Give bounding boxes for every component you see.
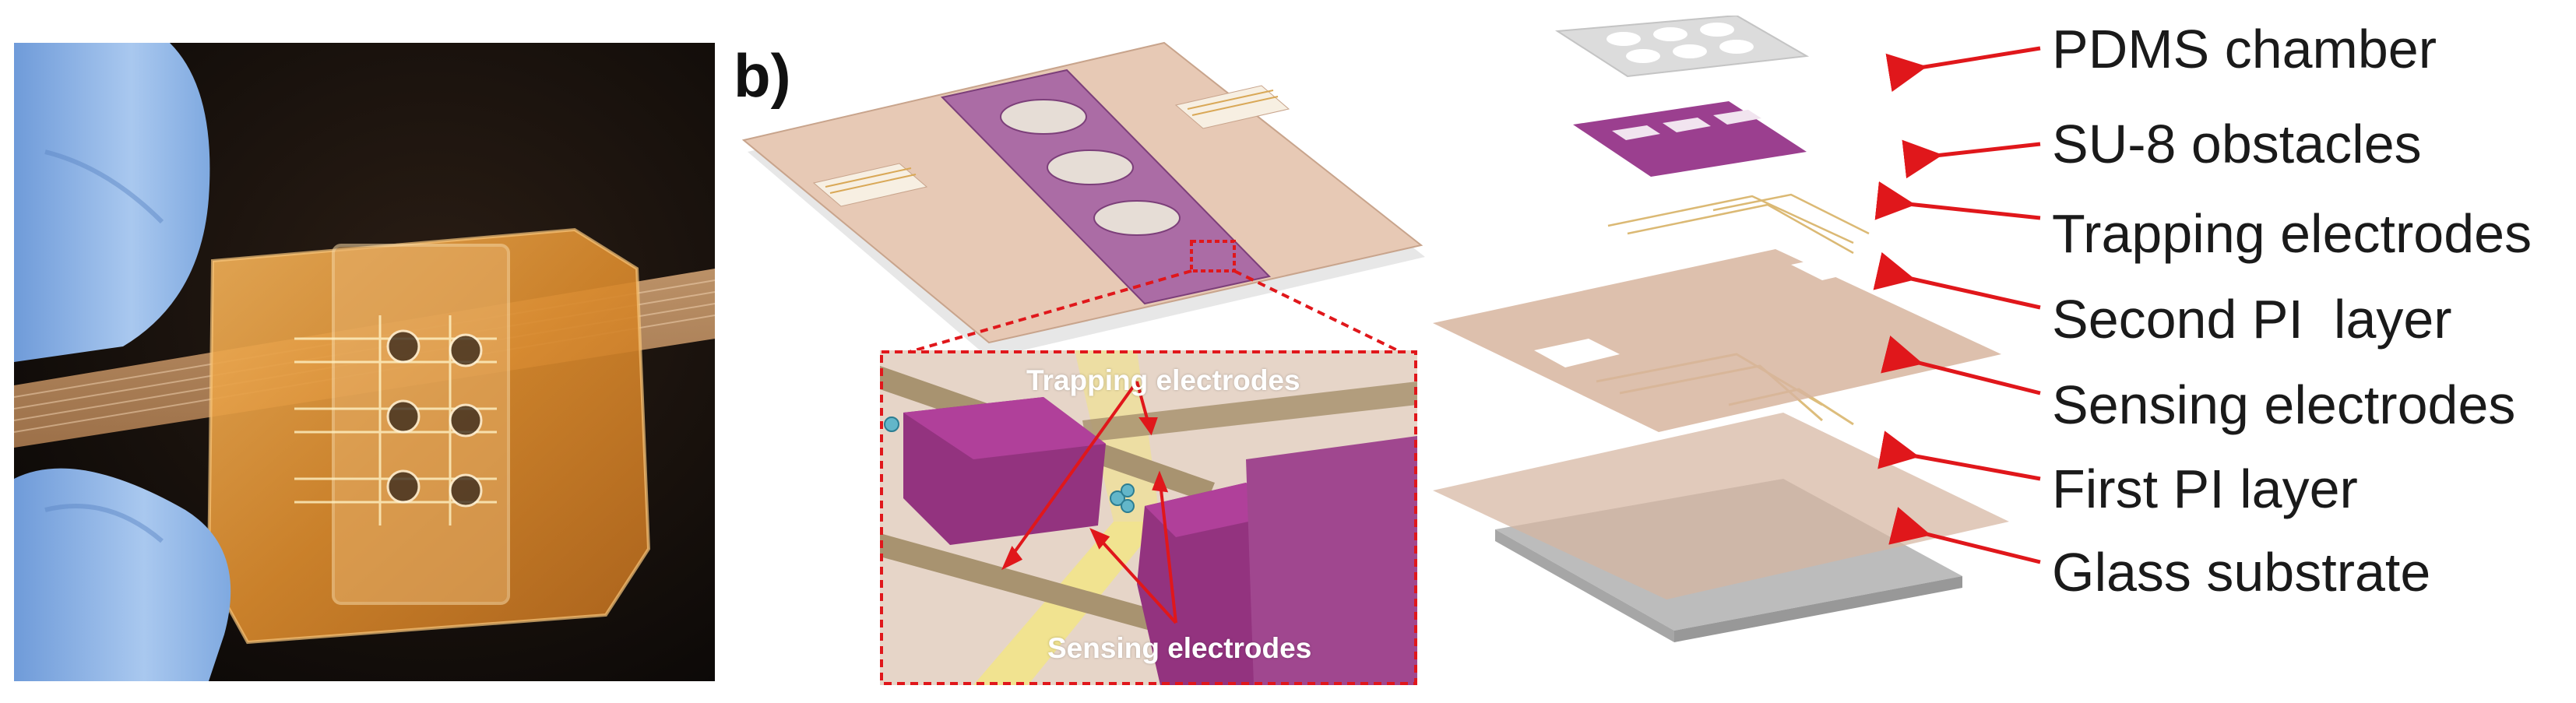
zoom-inset	[880, 350, 1417, 685]
inset-label-trapping: Trapping electrodes	[1026, 364, 1300, 396]
inset-label-sensing: Sensing electrodes	[1047, 632, 1312, 664]
device-isometric-view	[741, 41, 1425, 358]
layer-first-pi	[1433, 413, 2009, 599]
layer-second-pi	[1433, 249, 2001, 432]
layer-label-glass-substrate: Glass substrate	[2052, 542, 2431, 603]
layer-label-sensing-electrodes: Sensing electrodes	[2052, 374, 2516, 435]
layer-label-second-pi: Second PI layer	[2052, 289, 2452, 350]
exploded-layer-stack	[1433, 16, 2009, 642]
layer-label-su8-obstacles: SU-8 obstacles	[2052, 114, 2422, 174]
layer-label-first-pi: First PI layer	[2052, 459, 2358, 519]
layer-pdms-chamber	[1555, 16, 1810, 78]
layer-trapping-electrodes	[1607, 193, 1870, 255]
layer-su8-obstacles	[1573, 101, 1807, 177]
layer-pointer-arrows	[1873, 46, 2041, 564]
panel-label-b: b)	[734, 41, 791, 110]
device-photo	[14, 43, 715, 681]
layer-label-trapping-electrodes: Trapping electrodes	[2052, 203, 2532, 264]
layer-label-pdms-chamber: PDMS chamber	[2052, 19, 2437, 79]
